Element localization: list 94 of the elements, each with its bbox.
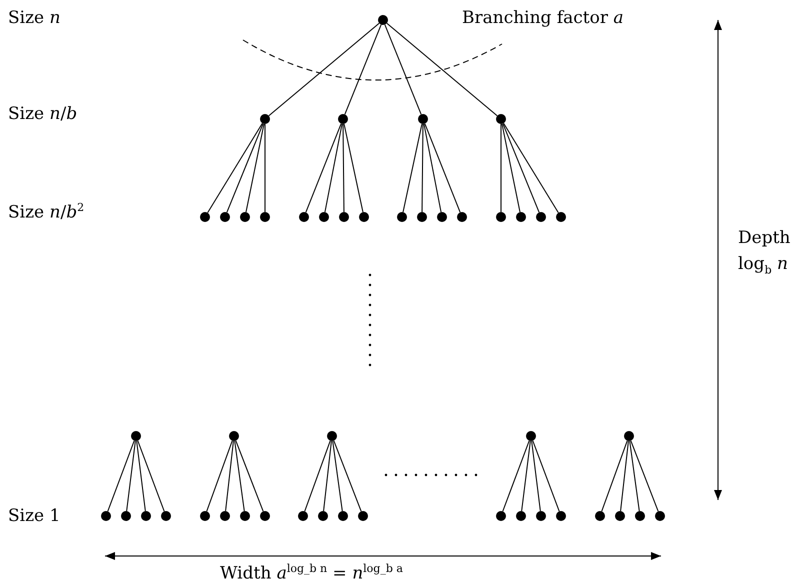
tree-node-dot — [496, 212, 506, 222]
tree-edge — [402, 123, 422, 213]
tree-node-dot — [220, 511, 230, 521]
tree-edge — [136, 440, 146, 512]
tree-edge — [234, 440, 245, 512]
tree-node-dot — [161, 511, 171, 521]
tree-node-dot — [200, 212, 210, 222]
tree-edge — [324, 123, 343, 213]
tree-edge — [531, 440, 541, 512]
tree-edge — [126, 440, 136, 512]
level-label: Branching factor a — [462, 8, 624, 28]
tree-edge — [629, 440, 640, 512]
tree-edge — [226, 123, 264, 213]
tree-edge — [384, 24, 422, 115]
tree-node-dot — [260, 114, 270, 124]
tree-node-dot — [635, 511, 645, 521]
tree-node-dot — [101, 511, 111, 521]
tree-node-dot — [299, 212, 309, 222]
tree-node-dot — [338, 511, 348, 521]
tree-edge — [344, 123, 364, 213]
tree-node-dot — [131, 431, 141, 441]
tree-node-dot — [260, 212, 270, 222]
tree-edge — [422, 124, 424, 212]
tree-node-dot — [200, 511, 210, 521]
tree-node-dot — [220, 212, 230, 222]
tree-edge — [521, 440, 531, 512]
tree-node-dot — [417, 212, 427, 222]
tree-edge — [268, 22, 380, 116]
level-label: Size 1 — [8, 506, 60, 526]
tree-node-dot — [457, 212, 467, 222]
tree-node-dot — [318, 511, 328, 521]
level-label: Size n/b$^{2}$ — [8, 201, 84, 224]
tree-node-dot — [339, 212, 349, 222]
tree-node-dot — [556, 511, 566, 521]
level-label: Size n/b — [8, 104, 78, 124]
tree-node-dot — [556, 212, 566, 222]
tree-node-dot — [536, 511, 546, 521]
tree-node-dot — [229, 431, 239, 441]
tree-node-dot — [358, 511, 368, 521]
tree-node-dot — [536, 212, 546, 222]
tree-node-dot — [516, 511, 526, 521]
tree-edge — [235, 440, 264, 512]
tree-node-dot — [260, 511, 270, 521]
tree-edge — [264, 124, 266, 212]
tree-node-dot — [121, 511, 131, 521]
tree-edge — [423, 123, 442, 213]
level-label: Depth — [738, 228, 790, 248]
level-label: log$_{b}$ n — [738, 254, 788, 277]
tree-node-dot — [397, 212, 407, 222]
tree-node-dot — [141, 511, 151, 521]
tree-edge — [344, 24, 382, 115]
tree-edge — [207, 122, 263, 214]
tree-node-dot — [496, 511, 506, 521]
tree-edge — [630, 440, 659, 512]
tree-node-dot — [437, 212, 447, 222]
tree-node-dot — [378, 15, 388, 25]
tree-node-dot — [615, 511, 625, 521]
tree-edge — [620, 440, 629, 512]
level-label: Width a$^{log_b n}$ = n$^{log_b a}$ — [220, 562, 403, 583]
tree-node-dot — [526, 431, 536, 441]
tree-edge — [304, 440, 331, 512]
tree-node-dot — [327, 431, 337, 441]
tree-node-dot — [319, 212, 329, 222]
tree-node-dot — [624, 431, 634, 441]
tree-edge — [225, 440, 234, 512]
tree-edge — [342, 124, 344, 212]
tree-node-dot — [655, 511, 665, 521]
tree-edge — [107, 440, 135, 512]
tree-edge — [305, 123, 342, 213]
tree-edge — [332, 440, 343, 512]
tree-edge — [246, 123, 264, 213]
tree-edge — [333, 440, 362, 512]
tree-node-dot — [298, 511, 308, 521]
tree-node-dot — [595, 511, 605, 521]
tree-edge — [532, 440, 560, 512]
tree-edge — [323, 440, 332, 512]
tree-node-dot — [359, 212, 369, 222]
tree-edge — [502, 123, 520, 213]
tree-edge — [424, 123, 461, 213]
tree-node-dot — [516, 212, 526, 222]
tree-edge — [386, 22, 498, 116]
tree-edge — [502, 123, 540, 213]
tree-node-dot — [338, 114, 348, 124]
tree-node-dot — [496, 114, 506, 124]
tree-edge — [601, 440, 628, 512]
tree-node-dot — [240, 212, 250, 222]
tree-node-dot — [418, 114, 428, 124]
tree-edge — [502, 440, 530, 512]
tree-node-dot — [240, 511, 250, 521]
level-label: Size n — [8, 8, 60, 28]
tree-edge — [137, 440, 165, 512]
tree-edge — [503, 122, 559, 214]
tree-edge — [206, 440, 233, 512]
tree-edge — [500, 124, 502, 212]
